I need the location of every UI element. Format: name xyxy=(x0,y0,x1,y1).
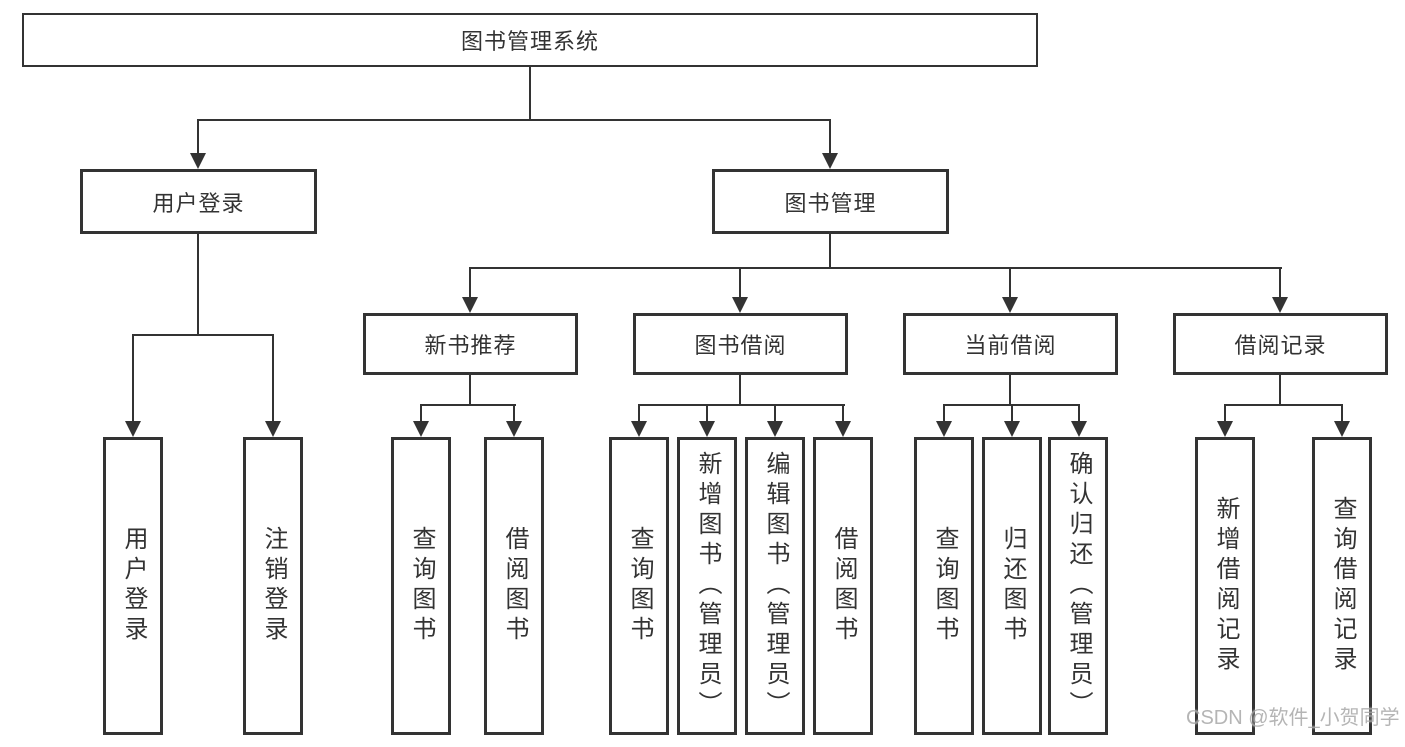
arrow-down-icon xyxy=(936,421,952,437)
arrow-down-icon xyxy=(1217,421,1233,437)
leaf-newbook-query-books-label: 查询图书 xyxy=(408,526,435,646)
watermark: CSDN @软件_小贺同学 xyxy=(1186,707,1400,729)
connector-line xyxy=(1009,375,1011,405)
node-book-borrowing: 图书借阅 xyxy=(633,313,848,375)
connector-line xyxy=(1279,375,1281,405)
leaf-user-login-label: 用户登录 xyxy=(120,526,147,646)
leaf-logout-label: 注销登录 xyxy=(260,526,287,646)
connector-line xyxy=(638,404,845,406)
arrow-down-icon xyxy=(413,421,429,437)
connector-line xyxy=(197,234,199,335)
node-new-book-recommendation: 新书推荐 xyxy=(363,313,578,375)
connector-line xyxy=(529,67,531,120)
arrow-down-icon xyxy=(699,421,715,437)
arrow-down-icon xyxy=(631,421,647,437)
leaf-records-add-borrow-record: 新增借阅记录 xyxy=(1195,437,1255,735)
arrow-down-icon xyxy=(1272,297,1288,313)
leaf-newbook-borrow-books: 借阅图书 xyxy=(484,437,544,735)
arrow-down-icon xyxy=(1334,421,1350,437)
connector-line xyxy=(1341,404,1343,422)
connector-line xyxy=(1078,404,1080,422)
node-current-borrowing: 当前借阅 xyxy=(903,313,1118,375)
leaf-records-query-borrow-record-label: 查询借阅记录 xyxy=(1329,496,1356,676)
connector-line xyxy=(420,404,516,406)
connector-line xyxy=(943,404,945,422)
leaf-borrow-borrow-books-label: 借阅图书 xyxy=(830,526,857,646)
arrow-down-icon xyxy=(835,421,851,437)
connector-line xyxy=(469,267,1282,269)
node-book-management: 图书管理 xyxy=(712,169,949,234)
leaf-borrow-query-books: 查询图书 xyxy=(609,437,669,735)
arrow-down-icon xyxy=(732,297,748,313)
arrow-down-icon xyxy=(265,421,281,437)
leaf-borrow-query-books-label: 查询图书 xyxy=(626,526,653,646)
arrow-down-icon xyxy=(1004,421,1020,437)
leaf-records-add-borrow-record-label: 新增借阅记录 xyxy=(1212,496,1239,676)
leaf-current-return-books-label: 归还图书 xyxy=(999,526,1026,646)
node-user-login: 用户登录 xyxy=(80,169,317,234)
leaf-borrow-edit-books-admin: 编辑图书（管理员） xyxy=(745,437,805,735)
connector-line xyxy=(829,234,831,268)
arrow-down-icon xyxy=(1002,297,1018,313)
connector-line xyxy=(132,334,134,422)
arrow-down-icon xyxy=(190,153,206,169)
connector-line xyxy=(1009,267,1011,298)
leaf-borrow-edit-books-admin-label: 编辑图书（管理员） xyxy=(762,451,789,721)
arrow-down-icon xyxy=(1071,421,1087,437)
arrow-down-icon xyxy=(462,297,478,313)
connector-line xyxy=(1224,404,1343,406)
leaf-borrow-add-books-admin: 新增图书（管理员） xyxy=(677,437,737,735)
leaf-logout: 注销登录 xyxy=(243,437,303,735)
connector-line xyxy=(829,119,831,155)
leaf-newbook-borrow-books-label: 借阅图书 xyxy=(501,526,528,646)
connector-line xyxy=(469,267,471,298)
arrow-down-icon xyxy=(125,421,141,437)
leaf-newbook-query-books: 查询图书 xyxy=(391,437,451,735)
leaf-current-query-books-label: 查询图书 xyxy=(931,526,958,646)
connector-line xyxy=(638,404,640,422)
connector-line xyxy=(272,334,274,422)
connector-line xyxy=(469,375,471,405)
leaf-borrow-borrow-books: 借阅图书 xyxy=(813,437,873,735)
connector-line xyxy=(739,375,741,405)
connector-line xyxy=(1224,404,1226,422)
leaf-current-confirm-return-admin-label: 确认归还（管理员） xyxy=(1065,451,1092,721)
connector-line xyxy=(1279,267,1281,298)
leaf-records-query-borrow-record: 查询借阅记录 xyxy=(1312,437,1372,735)
connector-line xyxy=(774,404,776,422)
node-borrowing-records: 借阅记录 xyxy=(1173,313,1388,375)
node-library-system: 图书管理系统 xyxy=(22,13,1038,67)
connector-line xyxy=(420,404,422,422)
connector-line xyxy=(842,404,844,422)
connector-line xyxy=(197,119,199,155)
connector-line xyxy=(739,267,741,298)
leaf-current-return-books: 归还图书 xyxy=(982,437,1042,735)
arrow-down-icon xyxy=(506,421,522,437)
leaf-borrow-add-books-admin-label: 新增图书（管理员） xyxy=(694,451,721,721)
leaf-user-login: 用户登录 xyxy=(103,437,163,735)
connector-line xyxy=(513,404,515,422)
leaf-current-confirm-return-admin: 确认归还（管理员） xyxy=(1048,437,1108,735)
connector-line xyxy=(706,404,708,422)
arrow-down-icon xyxy=(822,153,838,169)
leaf-current-query-books: 查询图书 xyxy=(914,437,974,735)
arrow-down-icon xyxy=(767,421,783,437)
connector-line xyxy=(132,334,274,336)
connector-line xyxy=(197,119,831,121)
connector-line xyxy=(1011,404,1013,422)
